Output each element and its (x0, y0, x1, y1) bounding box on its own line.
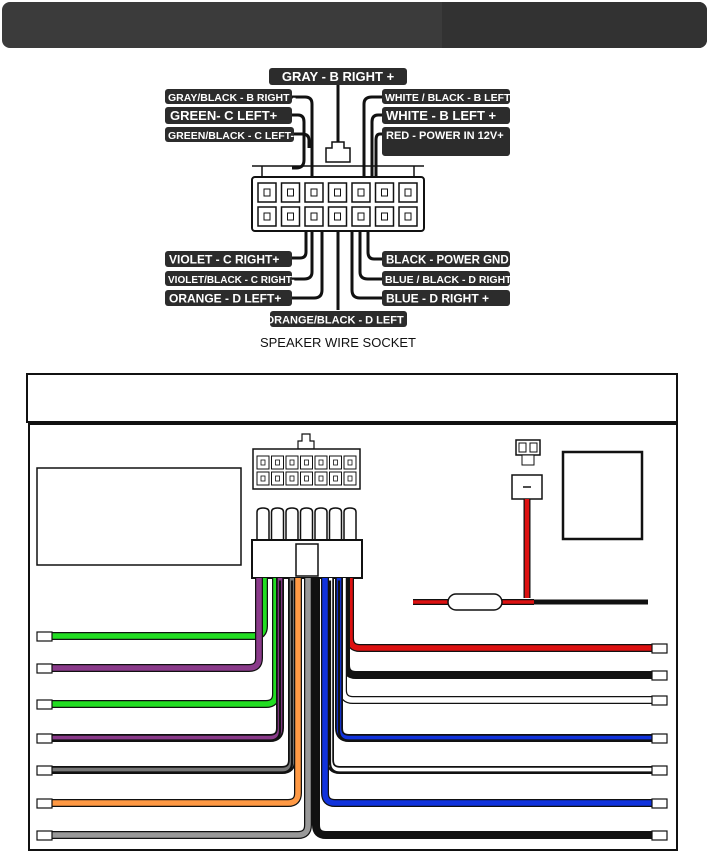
wire-terminals (36, 631, 668, 841)
wire-terminal-left (36, 699, 53, 710)
harness-plug (251, 507, 363, 579)
label-right-4: BLACK - POWER GND (386, 255, 509, 267)
wire-terminal-right (651, 643, 668, 654)
fuse-holder-box (561, 450, 644, 541)
plug-stub (314, 507, 328, 540)
label-right-6: BLUE - D RIGHT + (386, 292, 489, 306)
label-left-6: ORANGE - D LEFT+ (169, 292, 281, 306)
socket-diagram: GRAY - B RIGHT + GRAY/BLACK - B RIGHT - … (165, 68, 517, 350)
wire-left-5 (50, 578, 296, 774)
fuse-assembly (413, 439, 648, 611)
wire-terminal-left (36, 733, 53, 744)
socket-pins (257, 182, 418, 227)
wire-left-6 (50, 578, 302, 807)
plug-stub (299, 507, 314, 540)
plug-stub (328, 507, 343, 540)
label-right-2: WHITE - B LEFT + (386, 108, 497, 123)
harness-diagram (26, 373, 678, 851)
plug-stub (343, 507, 357, 540)
harness-connector-top (252, 433, 361, 490)
harness-pins (256, 455, 357, 486)
label-top-center: GRAY - B RIGHT + (282, 69, 395, 84)
plug-stub (270, 507, 285, 540)
plug-stub (256, 507, 270, 540)
wire-terminal-right (651, 765, 668, 776)
wire-right-5 (326, 578, 654, 774)
wire-terminal-left (36, 798, 53, 809)
lead-green-decor (292, 113, 306, 170)
lead-white-black (362, 95, 382, 178)
wire-terminal-left (36, 830, 53, 841)
lead-violet-black (292, 232, 314, 281)
unit-outline-box (36, 467, 242, 566)
wire-terminal-left (36, 765, 53, 776)
wire-left-4 (50, 578, 284, 742)
wire-right-7 (312, 578, 654, 839)
label-left-1: GRAY/BLACK - B RIGHT - (168, 92, 296, 104)
lead-orange (292, 232, 324, 300)
label-right-3: RED - POWER IN 12V+ (386, 130, 504, 142)
lead-white (370, 113, 382, 178)
header-bar-shade (442, 2, 707, 48)
label-right-1: WHITE / BLACK - B LEFT - (385, 92, 517, 104)
lead-blue (350, 232, 382, 300)
wire-left-2 (50, 578, 263, 672)
inline-fuse (447, 593, 503, 611)
wire-terminal-left (36, 663, 53, 674)
wire-right-6 (321, 578, 654, 807)
harness-wires (50, 578, 654, 839)
wire-terminal-right (651, 733, 668, 744)
wire-terminal-right (651, 695, 668, 706)
harness-title-box (26, 373, 678, 423)
lead-red (374, 132, 382, 178)
label-left-4: VIOLET - C RIGHT+ (169, 253, 279, 267)
wire-terminal-left (36, 631, 53, 642)
lead-black (366, 232, 382, 261)
wire-terminal-right (651, 670, 668, 681)
label-left-2: GREEN- C LEFT+ (170, 108, 278, 123)
lead-gray-black (292, 95, 314, 178)
wire-terminal-right (651, 798, 668, 809)
label-left-5: VIOLET/BLACK - C RIGHT- (168, 275, 295, 286)
label-left-3: GREEN/BLACK - C LEFT- (168, 130, 294, 142)
socket-labels: GRAY - B RIGHT + GRAY/BLACK - B RIGHT - … (165, 68, 517, 327)
plug-stub (285, 507, 299, 540)
wire-terminal-right (651, 830, 668, 841)
lead-violet (292, 232, 308, 260)
wire-left-7 (50, 578, 312, 839)
socket-latch (325, 141, 351, 163)
wire-right-4 (335, 578, 654, 742)
lead-green-black (294, 132, 311, 148)
socket-leads (292, 84, 382, 310)
lead-blue-black (358, 232, 382, 281)
label-bottom-center: ORANGE/BLACK - D LEFT - (266, 315, 411, 327)
socket-caption: SPEAKER WIRE SOCKET (260, 335, 416, 350)
socket-body (251, 141, 425, 232)
label-right-5: BLUE / BLACK - D RIGHT- (385, 274, 515, 286)
header-bar (2, 2, 707, 48)
